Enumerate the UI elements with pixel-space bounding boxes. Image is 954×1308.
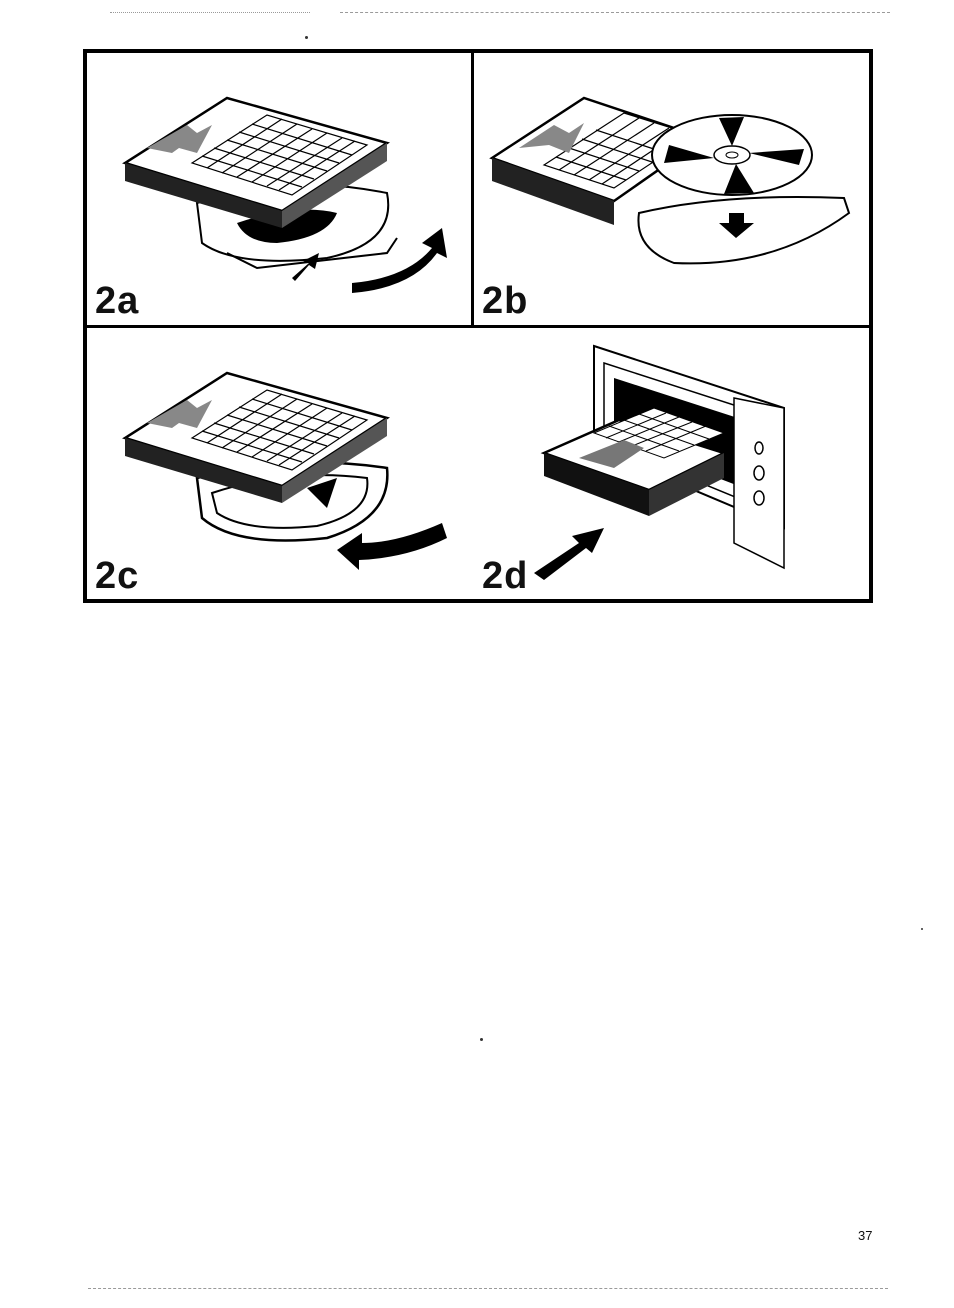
cassette-open-illustration (87, 53, 474, 324)
scan-artifact-top-left (110, 12, 310, 13)
cassette-close-illustration (87, 328, 474, 599)
scan-artifact-top (340, 12, 890, 13)
cassette-loading-figure: 2a (83, 49, 873, 603)
scan-speck (305, 36, 308, 39)
panel-2b: 2b (474, 53, 861, 324)
panel-label-2b: 2b (482, 282, 528, 320)
scan-artifact-bottom (88, 1288, 888, 1289)
scan-speck (921, 928, 923, 930)
panel-label-2d: 2d (482, 557, 528, 595)
scan-speck (480, 1038, 483, 1041)
panel-label-2a: 2a (95, 282, 139, 320)
panel-2d: 2d (474, 328, 861, 599)
page-number: 37 (858, 1228, 872, 1243)
cassette-insert-illustration (474, 328, 861, 599)
panel-label-2c: 2c (95, 557, 139, 595)
disc-insert-illustration (474, 53, 861, 324)
panel-2a: 2a (87, 53, 474, 324)
panel-2c: 2c (87, 328, 474, 599)
